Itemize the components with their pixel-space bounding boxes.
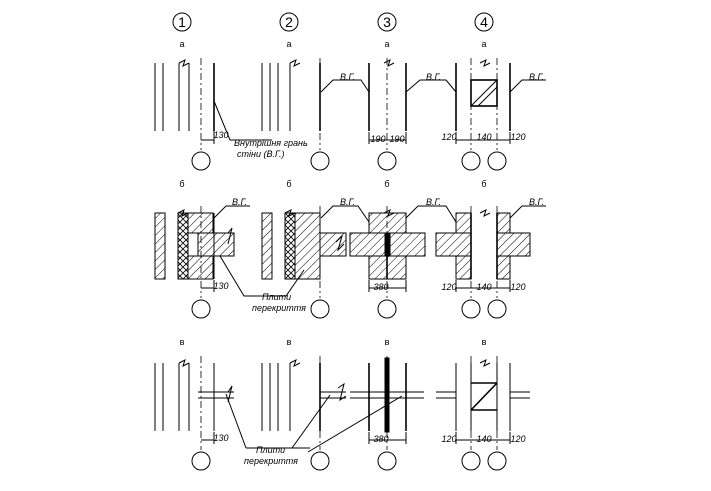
column-headers: 1 2 3 4 xyxy=(172,12,494,32)
detail-a4: 120 140 120 xyxy=(441,58,526,171)
label-vg-a4: В.Г. xyxy=(529,72,544,82)
dimension-a4-left: 120 xyxy=(441,132,456,142)
row-label-a-3: а xyxy=(384,39,389,49)
label-vg-b2: В.Г. xyxy=(340,197,355,207)
label-vg-b1: В.Г. xyxy=(232,197,247,207)
dimension-c3: 380 xyxy=(373,434,388,444)
dimension-b4-mid: 140 xyxy=(476,282,491,292)
row-label-b-4: б xyxy=(481,179,486,189)
detail-b2 xyxy=(261,206,347,319)
dimension-a3-left: 190 xyxy=(370,134,385,144)
dimension-b4-right: 120 xyxy=(510,282,525,292)
detail-a2 xyxy=(261,58,330,171)
label-slabs-b-line2: перекриття xyxy=(252,303,306,313)
row-c: 130 380 xyxy=(154,356,530,471)
label-slabs-b-line1: Плити xyxy=(262,292,291,302)
row-label-c-3: в xyxy=(385,337,390,347)
dimension-c1: 130 xyxy=(213,433,228,443)
dimension-a4-mid: 140 xyxy=(476,132,491,142)
detail-b1: 130 xyxy=(154,206,235,319)
row-a: 130 190 190 xyxy=(154,58,546,171)
label-slabs-c-line2: перекриття xyxy=(244,456,298,466)
row-label-a-2: а xyxy=(286,39,291,49)
label-slabs-c-line1: Плити xyxy=(256,445,285,455)
row-label-c-1: в xyxy=(180,337,185,347)
detail-b3: 380 xyxy=(349,206,426,319)
dimension-a4-right: 120 xyxy=(510,132,525,142)
label-vg-b4: В.Г. xyxy=(529,197,544,207)
detail-a1: 130 xyxy=(154,58,229,171)
label-vg-a3: В.Г. xyxy=(426,72,441,82)
column-circle-3 xyxy=(377,12,397,32)
dimension-b4-left: 120 xyxy=(441,282,456,292)
column-circle-2 xyxy=(279,12,299,32)
dimension-c4-mid: 140 xyxy=(476,434,491,444)
detail-a3: 190 190 xyxy=(368,58,407,171)
label-inner-face-line2: стіни (В.Г.) xyxy=(237,149,284,159)
row-label-b-3: б xyxy=(384,179,389,189)
row-b: 130 380 xyxy=(154,197,546,319)
row-label-c-4: в xyxy=(482,337,487,347)
row-label-b-2: б xyxy=(286,179,291,189)
column-number-1: 1 xyxy=(178,14,186,30)
dimension-c4-left: 120 xyxy=(441,434,456,444)
label-vg-b3: В.Г. xyxy=(426,197,441,207)
row-label-a-4: а xyxy=(481,39,486,49)
column-circle-1 xyxy=(172,12,192,32)
dimension-a1: 130 xyxy=(213,130,228,140)
detail-c1: 130 xyxy=(154,356,234,471)
dimension-c4-right: 120 xyxy=(510,434,525,444)
row-label-a-1: а xyxy=(179,39,184,49)
dimension-b3: 380 xyxy=(373,282,388,292)
detail-c4: 120 140 120 xyxy=(436,356,530,471)
detail-c3: 380 xyxy=(350,356,424,471)
row-labels: а а а а б б б б в в в в xyxy=(179,39,486,347)
detail-b4: 120 140 120 xyxy=(435,206,531,319)
row-label-b-1: б xyxy=(179,179,184,189)
label-inner-face-line1: Внутрішня грань xyxy=(234,138,308,148)
column-number-4: 4 xyxy=(480,14,488,30)
detail-c2 xyxy=(261,356,347,471)
label-vg-a2: В.Г. xyxy=(340,72,355,82)
dimension-a3-right: 190 xyxy=(389,134,404,144)
dimension-b1: 130 xyxy=(213,281,228,291)
column-circle-4 xyxy=(474,12,494,32)
column-number-2: 2 xyxy=(285,14,293,30)
row-label-c-2: в xyxy=(287,337,292,347)
column-number-3: 3 xyxy=(383,14,391,30)
